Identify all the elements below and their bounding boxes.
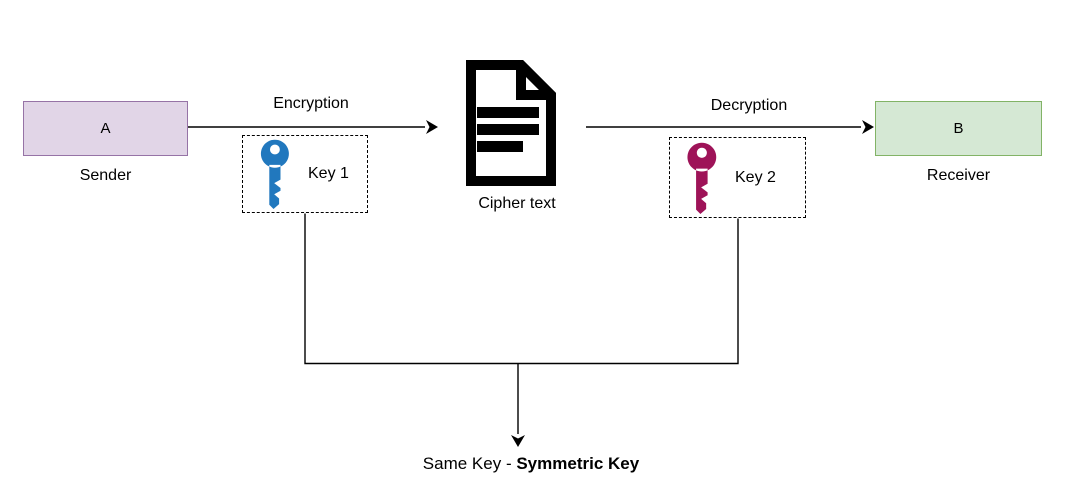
symmetric-key-arrowhead-icon [511, 435, 525, 447]
key2-box: Key 2 [669, 137, 806, 218]
document-fold [516, 65, 551, 100]
same-key-label: Same Key - Symmetric Key [371, 454, 691, 474]
receiver-node: B [875, 101, 1042, 156]
receiver-node-label: B [953, 120, 964, 137]
decryption-arrowhead-icon [862, 120, 874, 134]
decryption-label: Decryption [710, 97, 788, 114]
key1-icon [260, 139, 289, 209]
key1-label: Key 1 [308, 165, 349, 182]
document-text-lines [477, 107, 539, 152]
sender-caption: Sender [79, 167, 132, 184]
connector-group [188, 120, 874, 447]
key2-label: Key 2 [735, 168, 776, 186]
key2-icon [687, 142, 717, 214]
sender-node: A [23, 101, 188, 156]
key-join-connector [304, 213, 739, 365]
encryption-label: Encryption [273, 95, 349, 112]
encryption-arrowhead-icon [426, 120, 438, 134]
symmetric-key-emphasis: Symmetric Key [516, 454, 640, 473]
receiver-caption: Receiver [926, 167, 991, 184]
cipher-document-icon [466, 60, 556, 186]
key1-box: Key 1 [242, 135, 368, 213]
sender-node-label: A [100, 120, 111, 137]
cipher-caption: Cipher text [478, 195, 556, 212]
same-key-prefix: Same Key - [422, 454, 517, 473]
document-outline [466, 60, 556, 186]
